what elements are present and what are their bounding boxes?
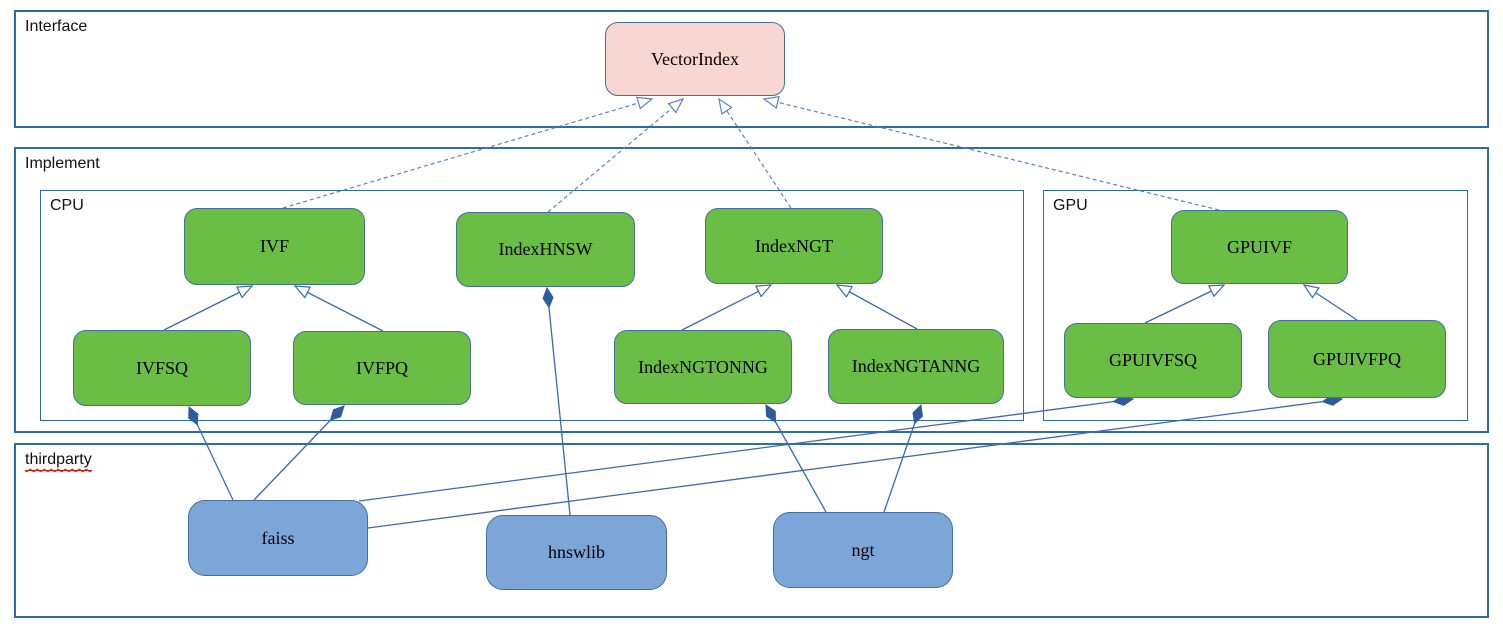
edge-composition-faiss-to-gpuivfpq — [367, 394, 1344, 529]
edge-realization-ivf-to-vectorindex — [282, 96, 654, 209]
node-label-indexngtanng: IndexNGTANNG — [851, 356, 981, 376]
container-interface: Interface — [14, 10, 1489, 128]
container-thirdparty: thirdparty — [14, 443, 1489, 618]
edge-composition-ngt-to-indexngtonng — [765, 404, 827, 513]
edge-inheritance-indexngtonng-to-indexngt — [681, 284, 773, 331]
edge-composition-hnswlib-to-indexhnsw — [542, 286, 571, 516]
node-label-hnswlib: hnswlib — [547, 542, 605, 562]
node-ivf: IVF — [184, 208, 365, 285]
node-label-indexngtonng: IndexNGTONNG — [638, 356, 768, 377]
node-indexhnsw: IndexHNSW — [456, 212, 635, 287]
node-label-gpuivfsq: GPUIVFSQ — [1108, 350, 1198, 370]
edge-inheritance-ivfsq-to-ivf — [163, 285, 254, 331]
node-hnswlib: hnswlib — [486, 515, 667, 590]
node-label-vectorindex: VectorIndex — [651, 48, 739, 69]
container-gpu: GPU — [1043, 190, 1468, 421]
edge-realization-indexhnsw-to-vectorindex — [547, 97, 685, 213]
edge-realization-gpuivf-to-vectorindex — [762, 95, 1220, 211]
node-label-ivfpq: IVFPQ — [355, 357, 408, 378]
edge-composition-faiss-to-ivfpq — [253, 405, 345, 501]
edge-composition-faiss-to-ivfsq — [188, 405, 234, 501]
node-indexngtonng: IndexNGTONNG — [614, 330, 792, 404]
edge-inheritance-ivfpq-to-ivf — [293, 285, 384, 332]
node-gpuivfpq: GPUIVFPQ — [1268, 320, 1446, 398]
node-indexngt: IndexNGT — [705, 208, 883, 284]
edge-inheritance-gpuivfpq-to-gpuivf — [1302, 284, 1358, 321]
container-label-thirdparty: thirdparty — [25, 451, 92, 471]
node-ivfsq: IVFSQ — [73, 330, 251, 406]
node-label-gpuivf: GPUIVF — [1226, 236, 1292, 257]
node-label-ivf: IVF — [259, 236, 289, 256]
node-label-indexhnsw: IndexHNSW — [498, 239, 593, 259]
node-faiss: faiss — [188, 500, 368, 576]
node-label-faiss: faiss — [261, 527, 295, 548]
container-label-cpu: CPU — [50, 197, 84, 214]
edge-realization-indexngt-to-vectorindex — [718, 97, 792, 209]
node-label-indexngt: IndexNGT — [755, 235, 833, 256]
container-label-gpu: GPU — [1053, 197, 1088, 214]
container-label-interface: Interface — [25, 18, 88, 35]
edge-composition-faiss-to-gpuivfsq — [358, 394, 1135, 502]
container-label-implement: Implement — [25, 155, 100, 172]
node-vectorindex: VectorIndex — [605, 22, 785, 96]
edge-composition-ngt-to-indexngtanng — [883, 403, 923, 513]
container-cpu: CPU — [40, 190, 1024, 421]
node-gpuivf: GPUIVF — [1171, 210, 1348, 284]
node-label-gpuivfpq: GPUIVFPQ — [1312, 348, 1402, 369]
node-indexngtanng: IndexNGTANNG — [828, 329, 1004, 404]
node-ngt: ngt — [773, 512, 953, 588]
edge-inheritance-gpuivfsq-to-gpuivf — [1144, 284, 1226, 324]
node-gpuivfsq: GPUIVFSQ — [1064, 323, 1242, 398]
edge-inheritance-indexngtanng-to-indexngt — [835, 284, 918, 330]
node-ivfpq: IVFPQ — [293, 331, 471, 405]
node-label-ivfsq: IVFSQ — [135, 357, 188, 378]
node-label-ngt: ngt — [851, 539, 875, 560]
